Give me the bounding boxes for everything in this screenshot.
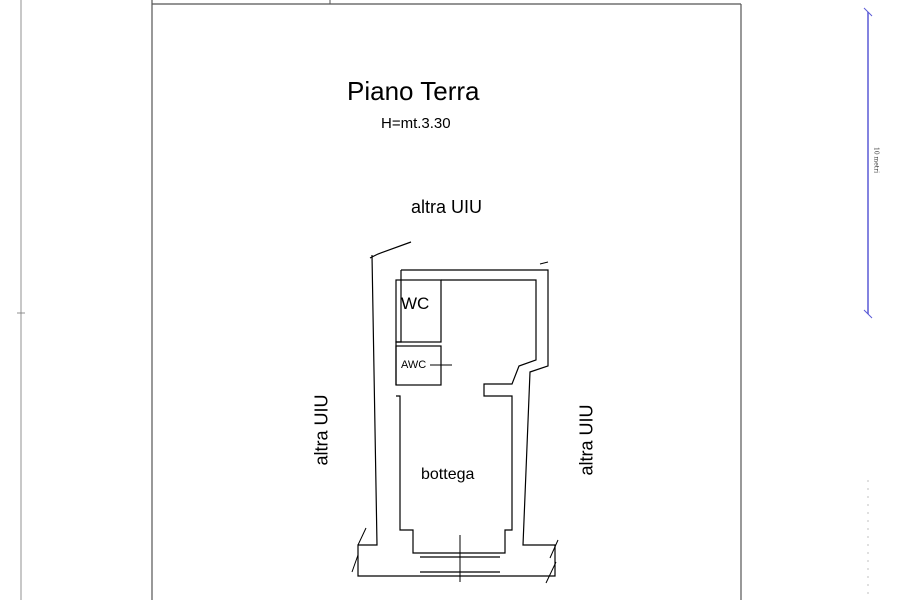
ceiling-height-label: H=mt.3.30 <box>381 115 451 132</box>
neighbor-right-label: altra UIU <box>576 404 597 476</box>
room-wc-label: WC <box>401 294 430 313</box>
neighbor-top-label: altra UIU <box>411 197 483 217</box>
plan-title: Piano Terra <box>347 76 480 106</box>
scale-bar <box>863 7 873 319</box>
walls <box>357 241 556 577</box>
scale-bar-label: 10 metri <box>872 147 880 173</box>
room-awc-label: AWC <box>401 359 427 371</box>
neighbor-left-label: altra UIU <box>311 394 332 466</box>
wall-hatching <box>351 261 559 584</box>
room-bottega-label: bottega <box>421 466 475 483</box>
awc-vent-mark <box>430 357 452 372</box>
